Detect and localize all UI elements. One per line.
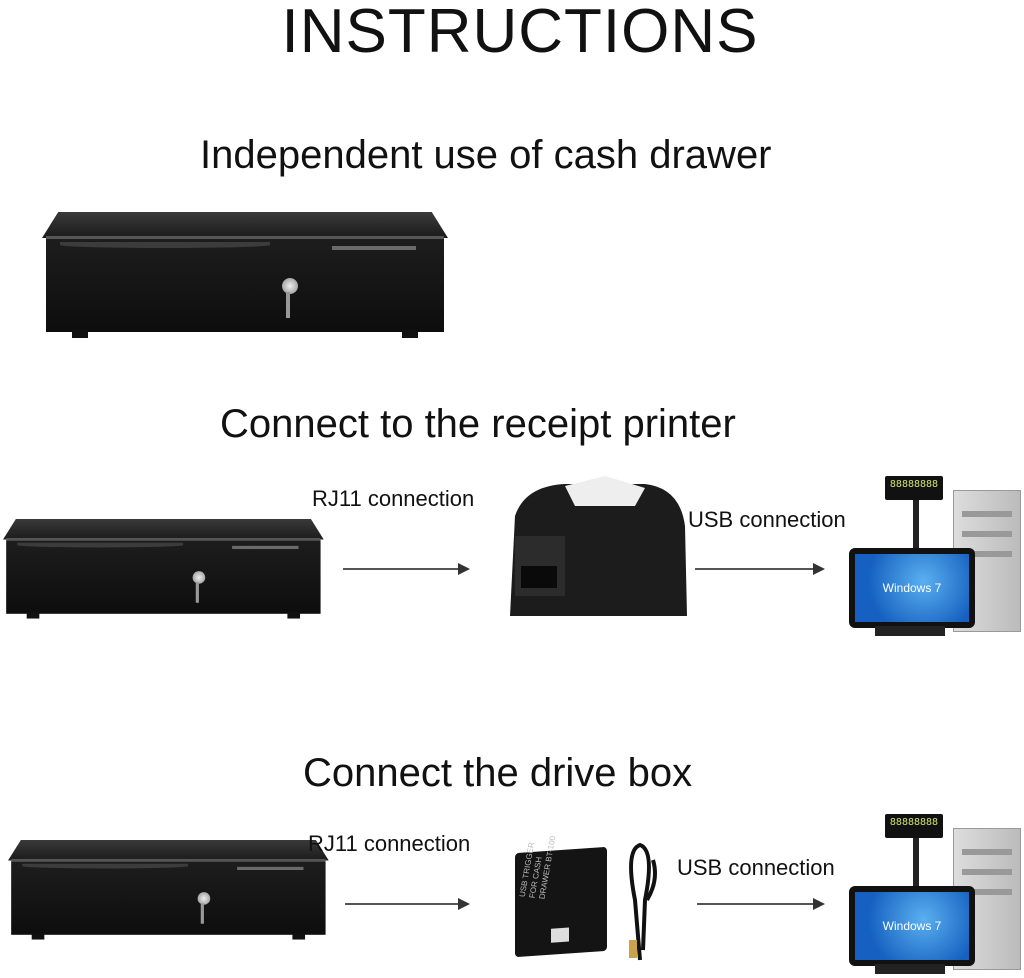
section-heading-independent: Independent use of cash drawer	[200, 133, 772, 177]
cash-drawer-image	[42, 212, 448, 342]
usb-label: USB connection	[677, 855, 835, 880]
arrow-icon	[345, 898, 470, 910]
arrow-icon	[697, 898, 825, 910]
pos-terminal-image: 88888888 Windows 7	[845, 808, 1024, 978]
arrow-icon	[695, 563, 825, 575]
section-heading-drive-box: Connect the drive box	[303, 751, 693, 795]
cash-drawer-image	[3, 519, 324, 622]
usb-cable-image	[629, 842, 657, 961]
rj11-label: RJ11 connection	[308, 831, 471, 856]
pos-terminal-image: 88888888 Windows 7	[845, 470, 1024, 640]
arrow-icon	[343, 563, 470, 575]
page-title: INSTRUCTIONS	[281, 0, 759, 66]
usb-label: USB connection	[688, 507, 846, 532]
drive-box-image: USB TRIGGER FOR CASH DRAWER BT-100	[515, 836, 607, 958]
receipt-printer-image	[510, 476, 687, 616]
section-heading-printer: Connect to the receipt printer	[220, 402, 736, 446]
cash-drawer-image	[8, 840, 329, 943]
rj11-label: RJ11 connection	[312, 486, 475, 511]
